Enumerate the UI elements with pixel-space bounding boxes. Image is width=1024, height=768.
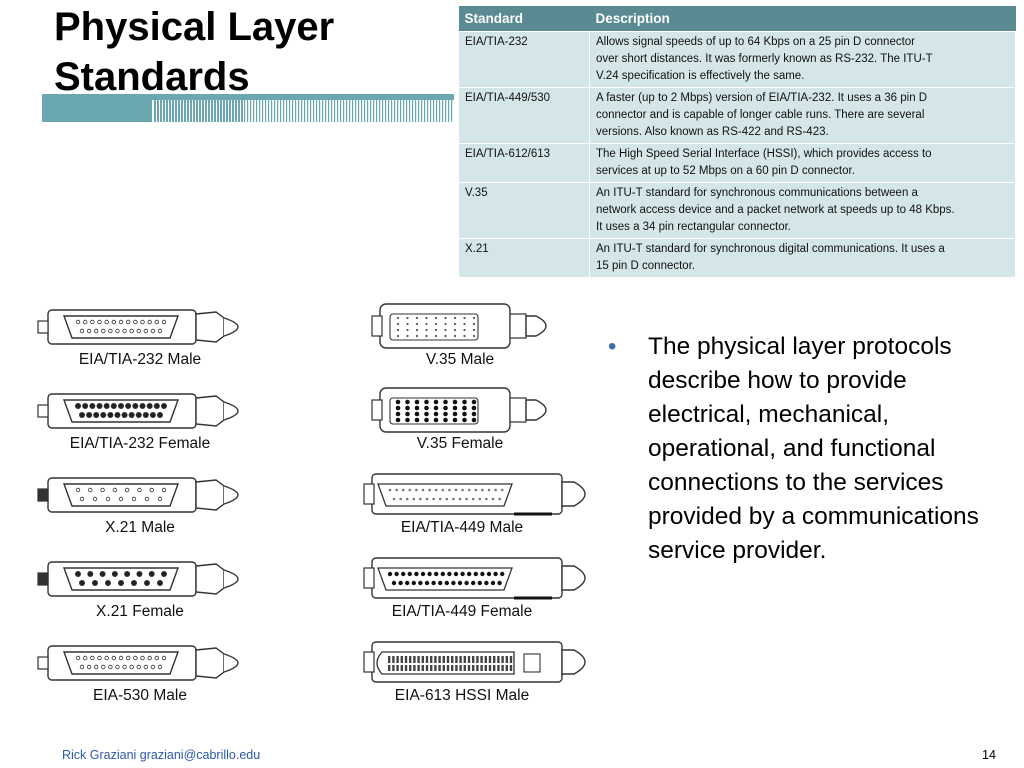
table-row: X.21 An ITU-T standard for synchronous di… [458, 238, 1016, 278]
eia-530-male-connector [37, 645, 239, 681]
standard-name-cell: EIA/TIA-612/613 [458, 143, 590, 183]
description-line: Allows signal speeds of up to 64 Kbps on… [596, 36, 916, 48]
table-row: V.35 An ITU-T standard for synchronous co… [458, 182, 1016, 239]
connector-label: X.21 Female [96, 603, 184, 620]
connector-label: EIA/TIA-232 Male [79, 351, 201, 368]
description-line: connector and is capable of longer cable… [596, 109, 925, 121]
v35-female-connector [371, 387, 547, 433]
table-row: EIA/TIA-612/613 The High Speed Serial Int… [458, 143, 1016, 183]
description-line: It uses a 34 pin rectangular connector. [596, 221, 791, 233]
x21-female-connector [37, 561, 239, 597]
slide-title: Physical Layer Standards [54, 2, 334, 102]
description-line: An ITU-T standard for synchronous digita… [596, 243, 945, 255]
description-line: services at up to 52 Mbps on a 60 pin D … [596, 165, 855, 177]
eia-tia-449-female-connector [363, 557, 586, 600]
x21-male-connector [37, 477, 239, 513]
page-number: 14 [982, 748, 996, 762]
title-underline-rule [42, 94, 454, 122]
standard-description-cell: An ITU-T standard for synchronous commun… [589, 182, 1016, 239]
description-line: The High Speed Serial Interface (HSSI), … [596, 148, 932, 160]
bullet-point: • The physical layer protocols describe … [608, 330, 1008, 568]
description-line: versions. Also known as RS-422 and RS-42… [596, 126, 829, 138]
standard-name-cell: X.21 [458, 238, 590, 278]
standard-description-cell: A faster (up to 2 Mbps) version of EIA/T… [589, 87, 1016, 144]
bullet-text: The physical layer protocols describe ho… [648, 333, 979, 564]
connector-label: EIA-530 Male [93, 687, 187, 704]
footer-author: Rick Graziani graziani@cabrillo.edu [62, 748, 261, 762]
standard-name-cell: EIA/TIA-232 [458, 31, 590, 88]
standards-table: Standard Description EIA/TIA-232 Allows s… [458, 6, 1016, 278]
v35-male-connector [371, 303, 547, 349]
standard-name-cell: V.35 [458, 182, 590, 239]
description-line: V.24 specification is effectively the sa… [596, 70, 805, 82]
description-line: network access device and a packet netwo… [596, 204, 955, 216]
connector-label: EIA/TIA-232 Female [70, 435, 210, 452]
bullet-icon: • [608, 333, 617, 360]
table-row: EIA/TIA-449/530 A faster (up to 2 Mbps) v… [458, 87, 1016, 144]
description-line: over short distances. It was formerly kn… [596, 53, 933, 65]
standard-name-cell: EIA/TIA-449/530 [458, 87, 590, 144]
description-line: 15 pin D connector. [596, 260, 696, 272]
connector-label: EIA-613 HSSI Male [395, 687, 529, 704]
eia-613-hssi-male-connector [363, 641, 586, 683]
connector-label: V.35 Male [426, 351, 494, 368]
connector-label: V.35 Female [417, 435, 503, 452]
eia-tia-449-male-connector [363, 473, 586, 516]
eia-tia-232-female-connector [37, 393, 239, 429]
description-line: An ITU-T standard for synchronous commun… [596, 187, 918, 199]
standard-description-cell: The High Speed Serial Interface (HSSI), … [589, 143, 1016, 183]
title-line-2: Standards [54, 55, 250, 99]
standard-description-cell: An ITU-T standard for synchronous digita… [589, 238, 1016, 278]
table-row: EIA/TIA-232 Allows signal speeds of up to… [458, 31, 1016, 88]
connector-label: EIA/TIA-449 Male [401, 519, 523, 536]
table-header-standard: Standard [458, 6, 590, 32]
description-line: A faster (up to 2 Mbps) version of EIA/T… [596, 92, 928, 104]
eia-tia-232-male-connector [37, 309, 239, 345]
standard-description-cell: Allows signal speeds of up to 64 Kbps on… [589, 31, 1016, 88]
title-line-1: Physical Layer [54, 5, 335, 49]
connector-label: EIA/TIA-449 Female [392, 603, 532, 620]
table-header-description: Description [589, 6, 1016, 32]
connector-label: X.21 Male [105, 519, 175, 536]
